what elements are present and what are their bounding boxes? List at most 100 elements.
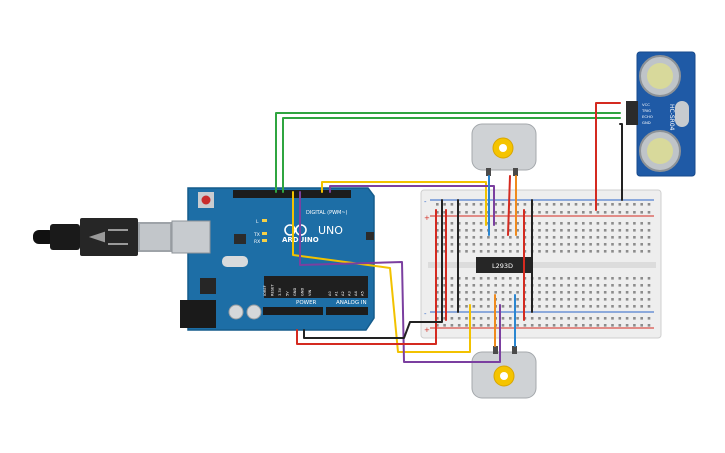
breadboard-hole[interactable]: [516, 324, 519, 327]
breadboard-hole[interactable]: [450, 317, 454, 320]
breadboard-hole[interactable]: [560, 298, 563, 301]
breadboard-hole[interactable]: [567, 317, 570, 320]
breadboard-hole[interactable]: [501, 229, 505, 232]
breadboard-hole[interactable]: [574, 291, 578, 294]
breadboard-hole[interactable]: [625, 305, 629, 308]
breadboard-hole[interactable]: [436, 236, 439, 239]
breadboard-hole[interactable]: [640, 298, 643, 301]
breadboard-hole[interactable]: [545, 211, 549, 214]
breadboard-hole[interactable]: [494, 291, 497, 294]
breadboard-hole[interactable]: [436, 203, 439, 206]
breadboard-hole[interactable]: [479, 284, 483, 287]
breadboard-hole[interactable]: [596, 298, 600, 301]
breadboard-hole[interactable]: [501, 324, 505, 327]
breadboard-hole[interactable]: [516, 222, 519, 225]
breadboard-hole[interactable]: [545, 305, 549, 308]
breadboard-hole[interactable]: [647, 305, 651, 308]
breadboard-hole[interactable]: [465, 324, 468, 327]
breadboard-hole[interactable]: [472, 250, 476, 253]
breadboard-hole[interactable]: [494, 236, 497, 239]
breadboard-hole[interactable]: [472, 229, 476, 232]
breadboard-hole[interactable]: [552, 284, 556, 287]
breadboard-hole[interactable]: [647, 298, 651, 301]
breadboard-hole[interactable]: [611, 250, 614, 253]
breadboard-hole[interactable]: [457, 277, 461, 280]
breadboard-hole[interactable]: [596, 317, 600, 320]
breadboard-hole[interactable]: [509, 298, 512, 301]
breadboard-hole[interactable]: [567, 243, 570, 246]
breadboard-hole[interactable]: [596, 324, 600, 327]
breadboard-hole[interactable]: [509, 291, 512, 294]
breadboard-hole[interactable]: [479, 236, 483, 239]
breadboard-hole[interactable]: [582, 203, 585, 206]
breadboard-hole[interactable]: [545, 298, 549, 301]
breadboard-hole[interactable]: [647, 317, 651, 320]
breadboard-hole[interactable]: [589, 317, 592, 320]
breadboard-hole[interactable]: [625, 222, 629, 225]
breadboard-hole[interactable]: [589, 298, 592, 301]
breadboard-hole[interactable]: [465, 291, 468, 294]
breadboard-hole[interactable]: [509, 222, 512, 225]
breadboard-hole[interactable]: [538, 229, 541, 232]
breadboard-hole[interactable]: [516, 236, 519, 239]
breadboard-hole[interactable]: [443, 243, 446, 246]
breadboard-hole[interactable]: [582, 236, 585, 239]
breadboard-hole[interactable]: [457, 284, 461, 287]
breadboard-hole[interactable]: [436, 250, 439, 253]
breadboard-hole[interactable]: [560, 317, 563, 320]
breadboard-hole[interactable]: [472, 243, 476, 246]
breadboard-hole[interactable]: [596, 243, 600, 246]
breadboard-hole[interactable]: [479, 203, 483, 206]
breadboard-hole[interactable]: [625, 291, 629, 294]
breadboard-hole[interactable]: [436, 305, 439, 308]
breadboard-hole[interactable]: [501, 250, 505, 253]
breadboard-hole[interactable]: [618, 305, 622, 308]
breadboard-hole[interactable]: [560, 211, 563, 214]
breadboard-hole[interactable]: [618, 222, 622, 225]
breadboard-hole[interactable]: [582, 277, 585, 280]
breadboard-hole[interactable]: [472, 284, 476, 287]
breadboard-hole[interactable]: [509, 211, 512, 214]
breadboard-hole[interactable]: [450, 284, 454, 287]
breadboard-hole[interactable]: [516, 229, 519, 232]
breadboard-hole[interactable]: [560, 305, 563, 308]
breadboard-hole[interactable]: [603, 277, 607, 280]
breadboard-hole[interactable]: [640, 324, 643, 327]
breadboard-hole[interactable]: [633, 298, 636, 301]
breadboard-hole[interactable]: [436, 211, 439, 214]
breadboard-hole[interactable]: [640, 317, 643, 320]
breadboard-hole[interactable]: [443, 298, 446, 301]
breadboard-hole[interactable]: [538, 305, 541, 308]
breadboard-hole[interactable]: [589, 229, 592, 232]
breadboard-hole[interactable]: [450, 211, 454, 214]
breadboard-hole[interactable]: [545, 222, 549, 225]
breadboard-hole[interactable]: [530, 324, 534, 327]
breadboard-hole[interactable]: [611, 277, 614, 280]
breadboard-hole[interactable]: [618, 250, 622, 253]
breadboard-hole[interactable]: [618, 203, 622, 206]
breadboard-hole[interactable]: [647, 324, 651, 327]
breadboard-hole[interactable]: [538, 284, 541, 287]
breadboard-hole[interactable]: [611, 236, 614, 239]
breadboard-hole[interactable]: [633, 250, 636, 253]
breadboard-hole[interactable]: [501, 284, 505, 287]
breadboard-hole[interactable]: [618, 317, 622, 320]
breadboard-hole[interactable]: [509, 284, 512, 287]
breadboard-hole[interactable]: [647, 277, 651, 280]
breadboard-hole[interactable]: [472, 298, 476, 301]
breadboard-hole[interactable]: [465, 229, 468, 232]
breadboard-hole[interactable]: [516, 250, 519, 253]
breadboard-hole[interactable]: [574, 284, 578, 287]
breadboard-hole[interactable]: [603, 243, 607, 246]
breadboard-hole[interactable]: [640, 284, 643, 287]
breadboard-hole[interactable]: [603, 250, 607, 253]
breadboard-hole[interactable]: [589, 236, 592, 239]
breadboard-hole[interactable]: [582, 324, 585, 327]
breadboard-hole[interactable]: [450, 298, 454, 301]
breadboard-hole[interactable]: [501, 211, 505, 214]
breadboard-hole[interactable]: [479, 222, 483, 225]
breadboard-hole[interactable]: [457, 250, 461, 253]
breadboard-hole[interactable]: [611, 305, 614, 308]
breadboard-hole[interactable]: [574, 243, 578, 246]
breadboard-hole[interactable]: [538, 222, 541, 225]
